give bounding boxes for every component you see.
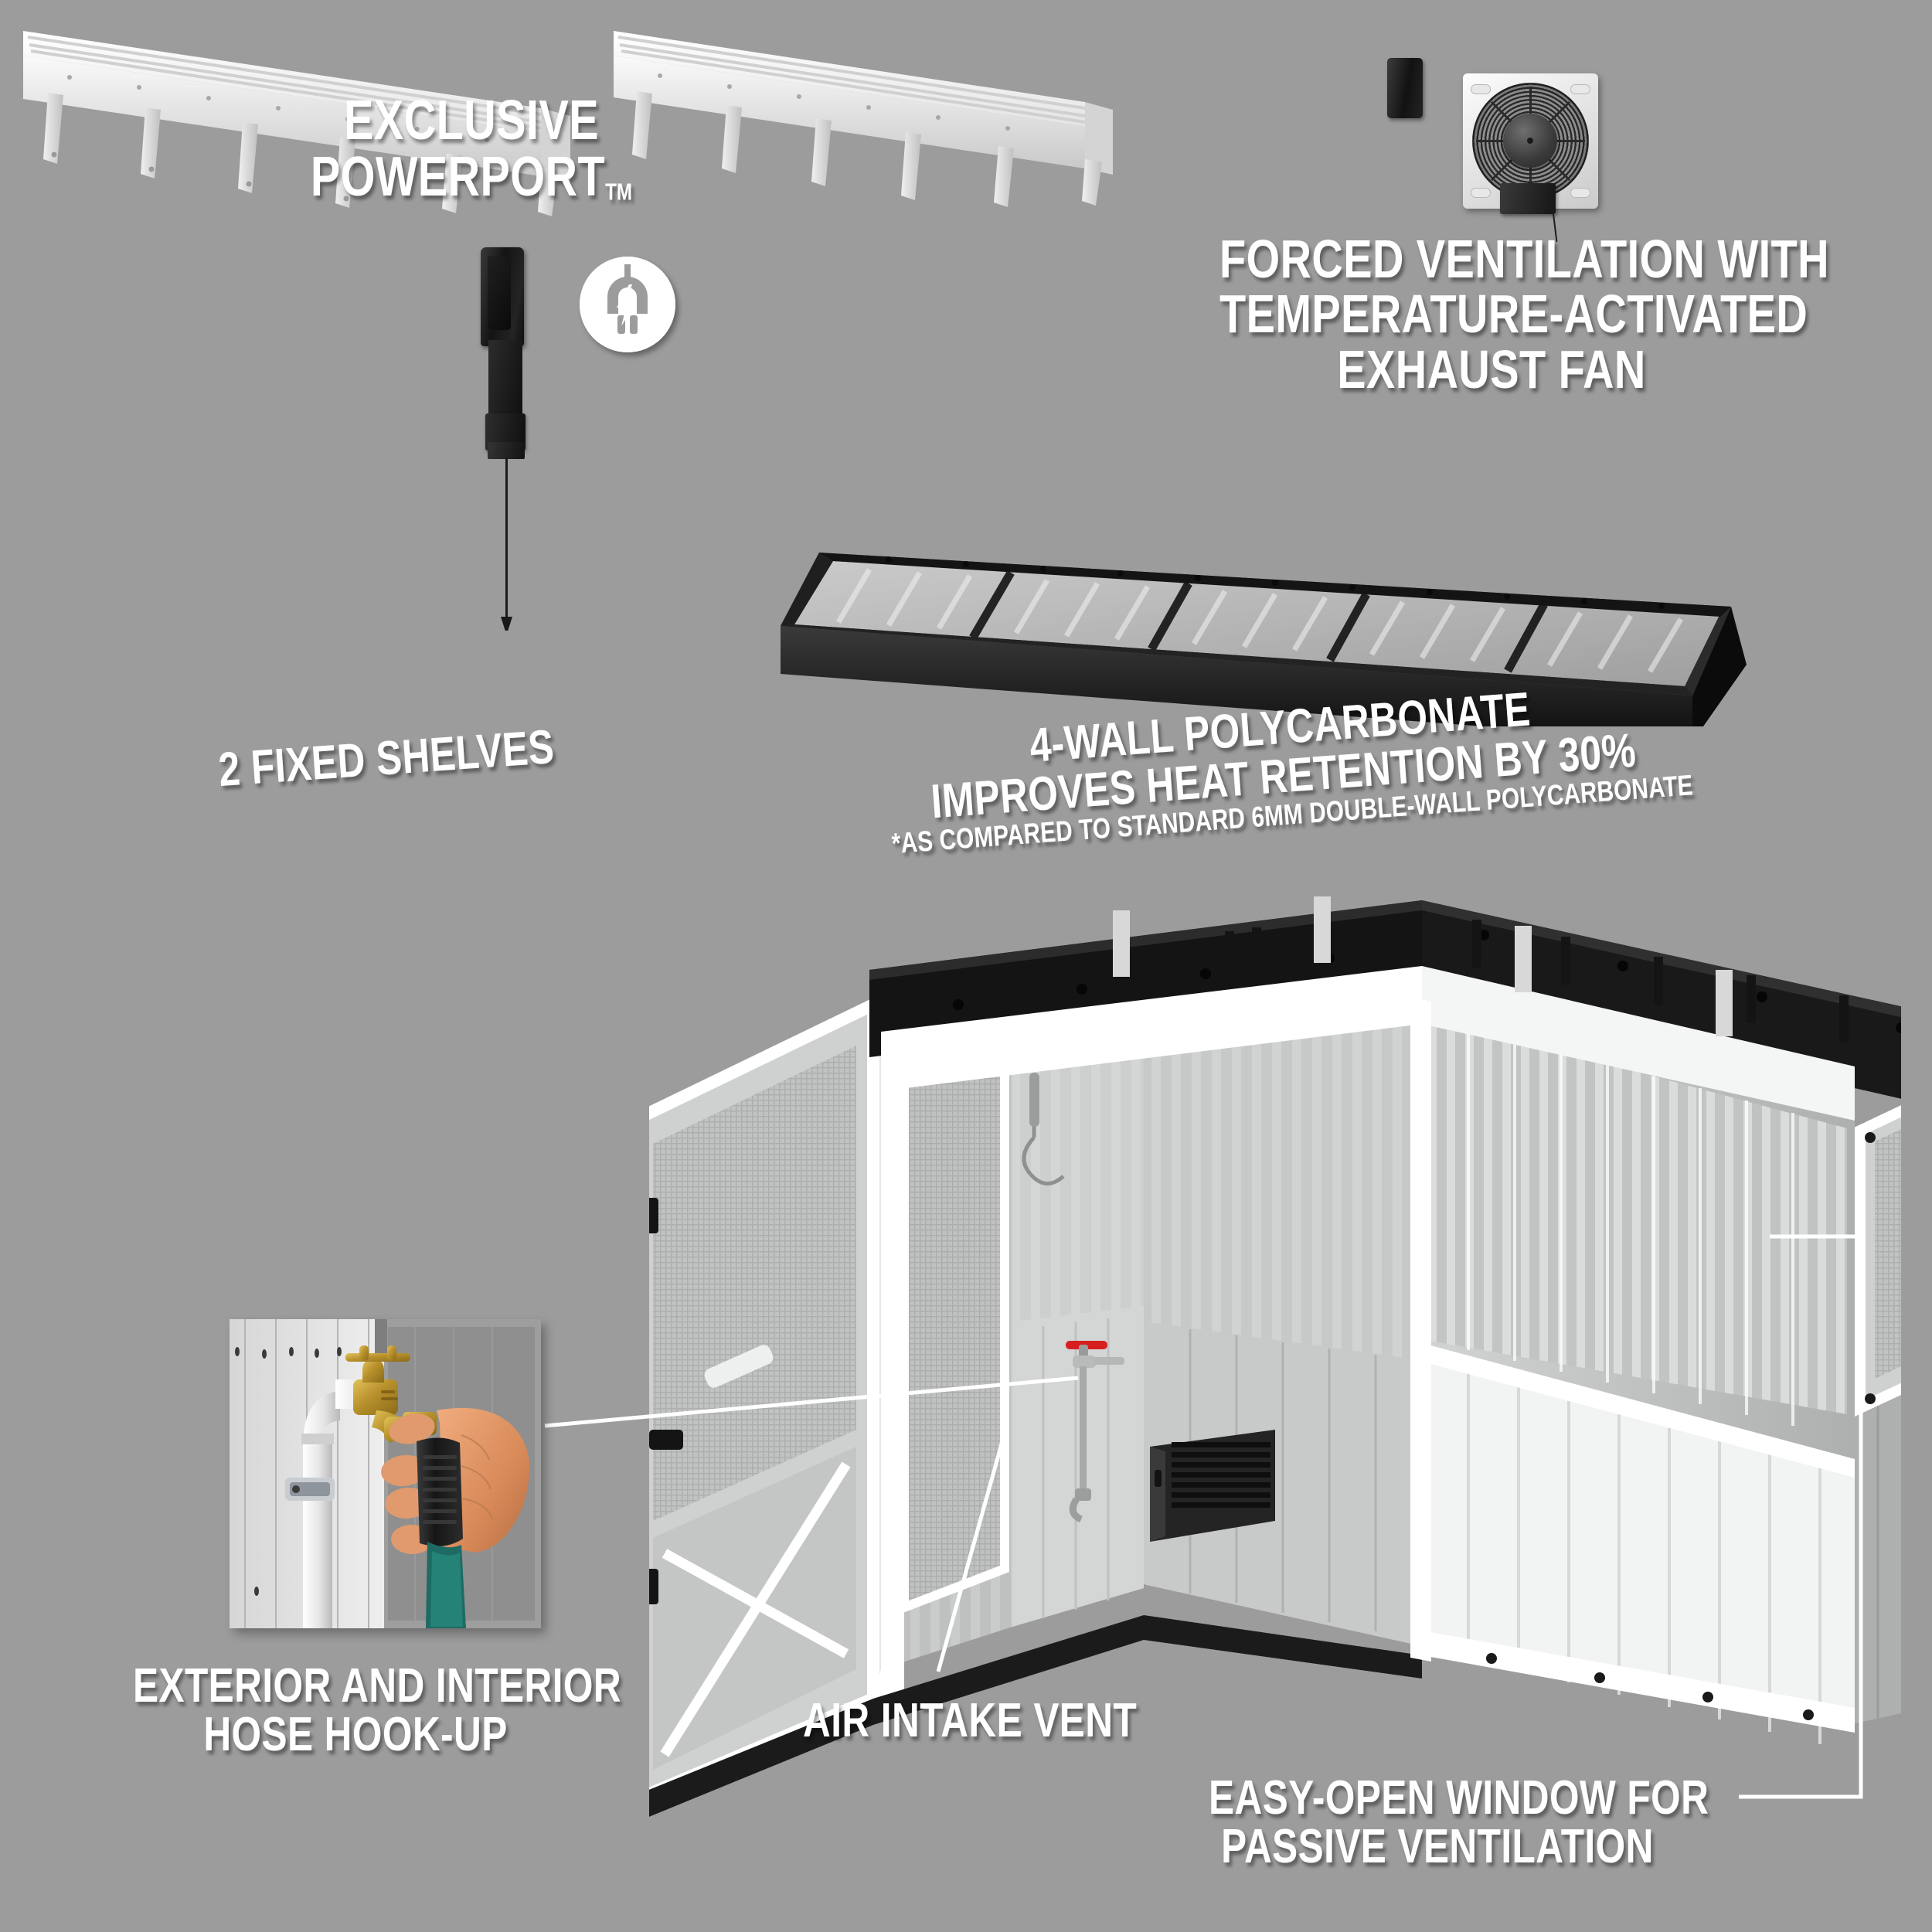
leader-air-vent	[936, 1427, 1009, 1672]
fixed-shelf	[23, 31, 570, 216]
powerport-module	[464, 247, 696, 649]
fan-line-3: EXHAUST FAN	[1337, 338, 1646, 400]
callout-easy-open-window: EASY-OPEN WINDOW FOR PASSIVE VENTILATION	[1151, 1771, 1723, 1874]
interior-hose-spigot	[1066, 1341, 1124, 1523]
powerport-cord	[505, 457, 508, 620]
trademark-mark: TM	[605, 179, 633, 206]
powerport-line-1: EXCLUSIVE	[343, 90, 600, 151]
exhaust-fan	[1463, 73, 1598, 242]
powerport-line-2: POWERPORTTM	[310, 146, 633, 209]
callout-exhaust-fan: FORCED VENTILATION WITH TEMPERATURE-ACTI…	[1151, 229, 1832, 400]
fan-mount-tab	[1471, 188, 1491, 198]
powerport-housing	[481, 247, 524, 346]
hose-line-1: EXTERIOR AND INTERIOR	[133, 1659, 622, 1713]
leader-hose	[544, 1376, 1079, 1428]
louvered-air-intake-vent	[1150, 1430, 1275, 1542]
powerport-stem	[488, 340, 522, 421]
thermostat-control-box	[1387, 58, 1423, 118]
polycarbonate-roof-panel	[781, 553, 1747, 726]
hose-spigot-photo	[230, 1319, 541, 1628]
powerport-base-lip	[488, 442, 525, 459]
fan-line-2: TEMPERATURE-ACTIVATED	[1219, 284, 1808, 345]
callout-powerport: EXCLUSIVE POWERPORTTM	[255, 90, 688, 209]
callout-air-intake-vent: AIR INTAKE VENT	[765, 1696, 1144, 1745]
fixed-shelf	[614, 31, 1114, 207]
window-line-2: PASSIVE VENTILATION	[1221, 1820, 1654, 1874]
vent-line-1: AIR INTAKE VENT	[803, 1694, 1138, 1747]
window-line-1: EASY-OPEN WINDOW FOR	[1209, 1771, 1709, 1825]
fan-junction-box	[1500, 183, 1556, 214]
hose-line-2: HOSE HOOK-UP	[203, 1708, 508, 1762]
leader-window	[1739, 1234, 1863, 1799]
callout-hose-hookup: EXTERIOR AND INTERIOR HOSE HOOK-UP	[77, 1659, 634, 1762]
power-plug-bolt-icon	[580, 257, 675, 352]
fan-mount-tab	[1570, 188, 1590, 198]
fan-line-1: FORCED VENTILATION WITH	[1219, 229, 1829, 289]
powerport-plug-tip	[501, 617, 512, 631]
fan-motor-hub	[1503, 114, 1557, 168]
